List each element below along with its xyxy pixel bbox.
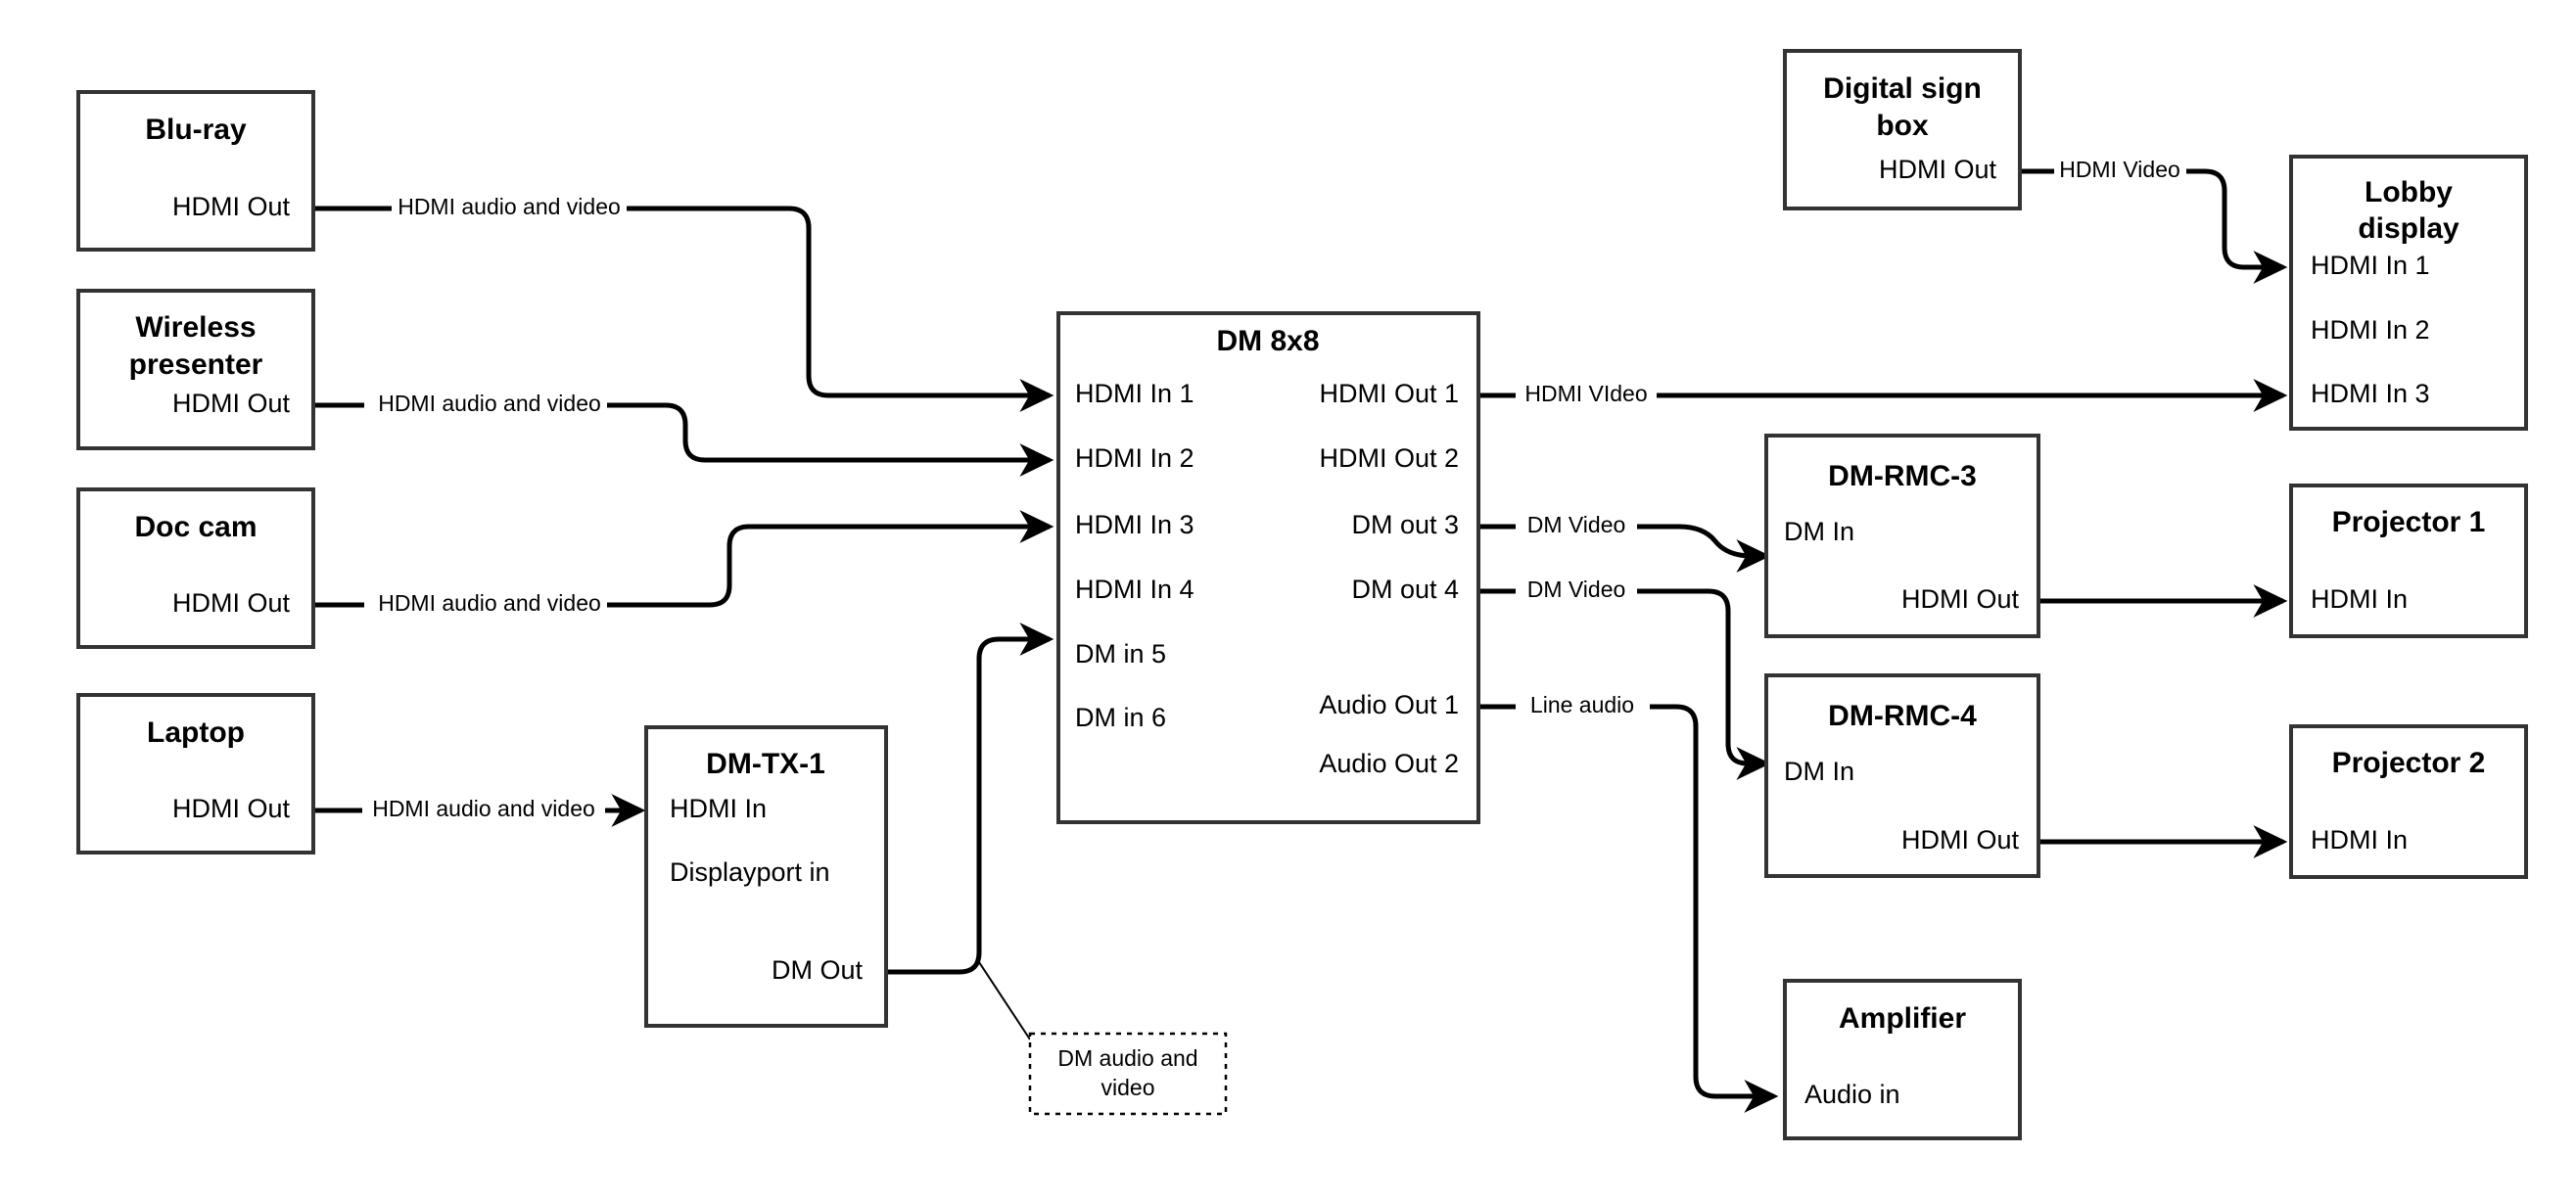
edge-label-hdmi-video-out1: HDMI VIdeo	[1524, 381, 1647, 406]
port-projector-2-hdmi-in: HDMI In	[2311, 825, 2408, 855]
link-doccam-to-dm8x8	[313, 527, 1050, 608]
edge-label-wireless: HDMI audio and video	[378, 391, 601, 416]
connector-layer	[313, 168, 2283, 1096]
node-digital-sign-box[interactable]: Digital sign box HDMI Out	[1783, 49, 2022, 210]
callout-dm-audio-and-video-line1: DM audio and	[1057, 1045, 1197, 1071]
edge-label-line-audio: Line audio	[1530, 692, 1634, 717]
node-dm-8x8-title: DM 8x8	[1216, 325, 1319, 357]
node-dm-rmc-3[interactable]: DM-RMC-3 DM In HDMI Out	[1764, 434, 2040, 638]
node-dm-rmc-4[interactable]: DM-RMC-4 DM In HDMI Out	[1764, 673, 2040, 878]
port-projector-1-hdmi-in: HDMI In	[2311, 584, 2408, 614]
port-dm-8x8-dm-in-5: DM in 5	[1075, 639, 1166, 669]
node-projector-1-box[interactable]	[2289, 484, 2528, 638]
node-lobby-display-title-line1: Lobby	[2365, 176, 2453, 208]
port-dm-8x8-hdmi-in-2: HDMI In 2	[1075, 443, 1194, 473]
node-dm-tx-1-box[interactable]	[644, 725, 888, 1028]
port-amplifier-audio-in: Audio in	[1804, 1080, 1900, 1109]
node-amplifier-box[interactable]	[1783, 979, 2022, 1140]
port-dm-8x8-dm-out-4: DM out 4	[1351, 575, 1459, 604]
link-wireless-to-dm8x8	[313, 402, 1050, 460]
node-bluray-title: Blu-ray	[145, 114, 247, 146]
port-dm-8x8-hdmi-in-1: HDMI In 1	[1075, 379, 1194, 408]
port-dm-8x8-hdmi-in-4: HDMI In 4	[1075, 575, 1194, 604]
port-dm-rmc-3-hdmi-out: HDMI Out	[1901, 584, 2020, 614]
port-dm-rmc-4-dm-in: DM In	[1784, 757, 1854, 786]
node-dm-rmc-3-title: DM-RMC-3	[1828, 460, 1977, 492]
node-doc-cam-box[interactable]	[76, 487, 315, 649]
node-projector-2-box[interactable]	[2289, 724, 2528, 879]
callout-dm-audio-and-video-line2: video	[1101, 1075, 1155, 1100]
port-dm-rmc-4-hdmi-out: HDMI Out	[1901, 825, 2020, 855]
node-digital-sign-box-title-line1: Digital sign	[1823, 72, 1982, 105]
port-dm-8x8-hdmi-out-2: HDMI Out 2	[1319, 443, 1459, 473]
node-doc-cam-title: Doc cam	[134, 511, 257, 543]
port-lobby-display-hdmi-in-1: HDMI In 1	[2311, 251, 2430, 280]
port-bluray-hdmi-out: HDMI Out	[172, 192, 291, 221]
port-dm-8x8-audio-out-1: Audio Out 1	[1319, 690, 1459, 719]
node-wireless-presenter-box[interactable]	[76, 289, 315, 450]
edge-label-dm-video-3: DM Video	[1527, 512, 1626, 537]
port-wireless-presenter-hdmi-out: HDMI Out	[172, 389, 291, 418]
port-dm-tx-1-dm-out: DM Out	[772, 955, 864, 985]
node-bluray[interactable]: Blu-ray HDMI Out	[76, 90, 315, 252]
node-wireless-presenter-title-line1: Wireless	[135, 311, 256, 344]
node-lobby-display[interactable]: Lobby display HDMI In 1 HDMI In 2 HDMI I…	[2289, 155, 2528, 431]
port-lobby-display-hdmi-in-3: HDMI In 3	[2311, 379, 2430, 408]
node-dm-rmc-4-box[interactable]	[1764, 673, 2040, 878]
port-dm-rmc-3-dm-in: DM In	[1784, 517, 1854, 546]
link-dm8x8-to-rmc4	[1478, 588, 1766, 763]
edge-label-layer: HDMI audio and video HDMI audio and vide…	[372, 157, 2180, 821]
node-dm-tx-1[interactable]: DM-TX-1 HDMI In Displayport in DM Out	[644, 725, 888, 1028]
node-projector-2-title: Projector 2	[2332, 747, 2486, 779]
port-dm-8x8-hdmi-out-1: HDMI Out 1	[1319, 379, 1459, 408]
link-dm8x8-to-rmc3	[1478, 527, 1766, 556]
port-doc-cam-hdmi-out: HDMI Out	[172, 588, 291, 618]
callout-dm-audio-and-video-box	[1028, 1032, 1228, 1116]
node-wireless-presenter[interactable]: Wireless presenter HDMI Out	[76, 289, 315, 450]
node-digital-sign-box-box[interactable]	[1783, 49, 2022, 210]
link-dm8x8-to-amp	[1478, 704, 1774, 1096]
port-dm-8x8-dm-in-6: DM in 6	[1075, 703, 1166, 732]
edge-label-dm-video-4: DM Video	[1527, 577, 1626, 602]
node-dm-tx-1-title: DM-TX-1	[706, 748, 825, 780]
node-projector-2[interactable]: Projector 2 HDMI In	[2289, 724, 2528, 879]
node-laptop-title: Laptop	[147, 716, 245, 749]
port-lobby-display-hdmi-in-2: HDMI In 2	[2311, 315, 2430, 345]
node-dm-8x8[interactable]: DM 8x8 HDMI In 1 HDMI In 2 HDMI In 3 HDM…	[1056, 311, 1480, 824]
node-projector-1-title: Projector 1	[2332, 506, 2486, 538]
port-digital-sign-box-hdmi-out: HDMI Out	[1879, 155, 1997, 184]
node-amplifier[interactable]: Amplifier Audio in	[1783, 979, 2022, 1140]
port-dm-8x8-dm-out-3: DM out 3	[1351, 510, 1459, 539]
port-laptop-hdmi-out: HDMI Out	[172, 794, 291, 823]
port-dm-tx-1-hdmi-in: HDMI In	[670, 794, 767, 823]
node-bluray-box[interactable]	[76, 90, 315, 252]
edge-label-bluray: HDMI audio and video	[398, 194, 621, 219]
node-doc-cam[interactable]: Doc cam HDMI Out	[76, 487, 315, 649]
link-dmtx1-callout-leader	[976, 958, 1031, 1040]
port-dm-8x8-audio-out-2: Audio Out 2	[1319, 749, 1459, 778]
node-wireless-presenter-title-line2: presenter	[129, 348, 263, 381]
node-laptop-box[interactable]	[76, 693, 315, 855]
node-projector-1[interactable]: Projector 1 HDMI In	[2289, 484, 2528, 638]
link-bluray-to-dm8x8	[313, 206, 1050, 395]
port-dm-tx-1-displayport-in: Displayport in	[670, 857, 830, 887]
node-lobby-display-title-line2: display	[2358, 212, 2459, 245]
edge-label-hdmi-video-sign: HDMI Video	[2059, 157, 2180, 182]
port-dm-8x8-hdmi-in-3: HDMI In 3	[1075, 510, 1194, 539]
edge-label-doccam: HDMI audio and video	[378, 590, 601, 616]
link-signbox-to-lobby1	[2020, 168, 2283, 267]
node-dm-rmc-4-title: DM-RMC-4	[1828, 700, 1977, 732]
link-dmtx1-to-dm8x8	[886, 623, 1054, 975]
node-dm-rmc-3-box[interactable]	[1764, 434, 2040, 638]
node-laptop[interactable]: Laptop HDMI Out	[76, 693, 315, 855]
node-digital-sign-box-title-line2: box	[1876, 110, 1929, 142]
node-lobby-display-box[interactable]	[2289, 155, 2528, 431]
node-dm-8x8-box[interactable]	[1056, 311, 1480, 824]
callout-dm-audio-and-video: DM audio and video	[1028, 1032, 1228, 1116]
edge-label-laptop: HDMI audio and video	[372, 796, 595, 821]
node-amplifier-title: Amplifier	[1839, 1002, 1966, 1035]
